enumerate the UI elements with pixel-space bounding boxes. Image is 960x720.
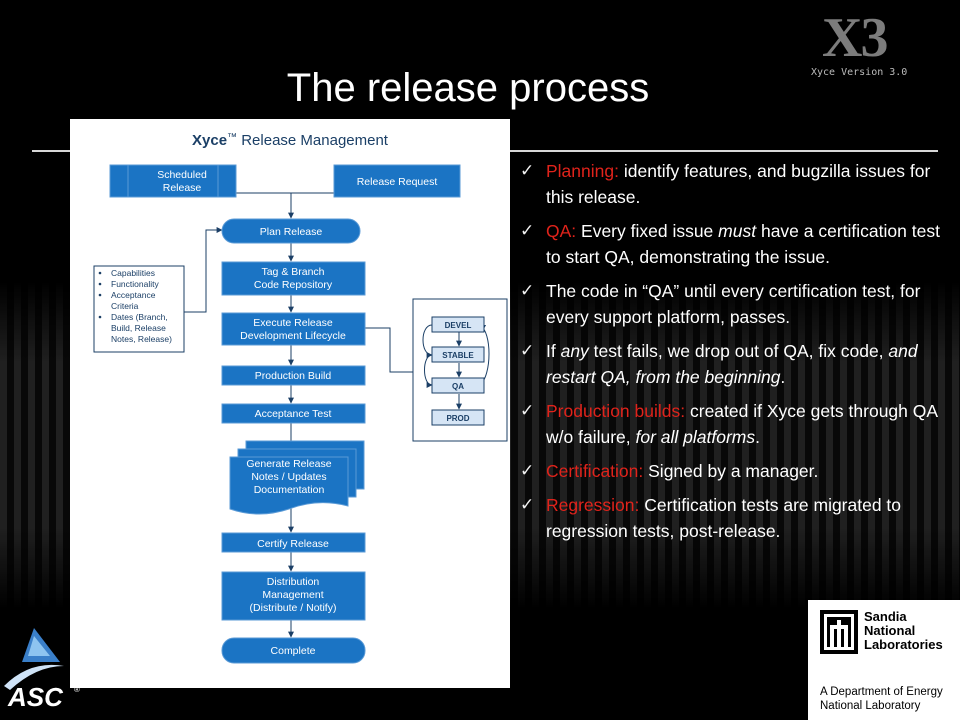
stage-devel: DEVEL [445, 321, 472, 330]
bullet-text: test fails, we drop out of QA, fix code, [588, 341, 889, 361]
plan-note: Acceptance [111, 290, 156, 300]
bullet-text: created if Xyce gets through QA w/o fail… [546, 401, 938, 447]
bullet-text: any [560, 341, 589, 361]
bullet-item: ✓ Planning: identify features, and bugzil… [520, 158, 958, 210]
certify-release-box: Certify Release [257, 538, 329, 550]
bullet-item: ✓ If any test fails, we drop out of QA, f… [520, 338, 958, 390]
bullet-text: Signed by a manager. [643, 461, 819, 481]
bullet-text: for all platforms [635, 427, 756, 447]
xyce-x3-logo: X3 [822, 7, 888, 69]
checkmark-icon: ✓ [520, 281, 535, 300]
release-request-box: Release Request [357, 176, 438, 188]
bullet-keyword: QA: [546, 221, 577, 241]
bullet-text: The code in “QA” until every certificati… [546, 281, 921, 327]
plan-note: Build, Release [111, 323, 166, 333]
asc-registered-mark: ® [74, 685, 80, 694]
bullet-text: Certification tests are migrated to regr… [546, 495, 902, 541]
bullet-text: If [546, 341, 561, 361]
release-management-flowchart: Xyce™ Release Management Scheduled [70, 119, 510, 688]
sandia-dept-text: A Department of Energy National Laborato… [820, 686, 943, 712]
stage-qa: QA [452, 382, 464, 391]
checkmark-icon: ✓ [520, 495, 535, 514]
bullet-list: ✓ Planning: identify features, and bugzil… [520, 158, 958, 552]
bullet-item: ✓ Regression: Certification tests are mig… [520, 492, 958, 544]
plan-release-node: Plan Release [260, 226, 323, 238]
asc-label: ASC [7, 682, 64, 712]
asc-logo: ASC ® [4, 628, 80, 712]
checkmark-icon: ✓ [520, 461, 535, 480]
bullet-keyword: Planning: [546, 161, 619, 181]
bullet-item: ✓ QA: Every fixed issue must have a certi… [520, 218, 958, 270]
bullet-text: Every fixed issue [576, 221, 719, 241]
complete-node: Complete [271, 645, 316, 657]
plan-note: Notes, Release) [111, 334, 172, 344]
plan-note: Criteria [111, 301, 139, 311]
bullet-item: ✓ The code in “QA” until every certificat… [520, 278, 958, 330]
plan-note: Capabilities [111, 268, 155, 278]
bullet-text: . [755, 427, 760, 447]
slide-title: The release process [286, 66, 650, 110]
checkmark-icon: ✓ [520, 341, 535, 360]
xyce-version-label: Xyce Version 3.0 [811, 67, 908, 78]
bullet-item: ✓ Certification: Signed by a manager. [520, 458, 958, 484]
bullet-text: identify features, and bugzilla issues f… [546, 161, 931, 207]
bullet-text: must [718, 221, 757, 241]
bullet-text: . [780, 367, 786, 387]
checkmark-icon: ✓ [520, 221, 535, 240]
bullet-text: have a certification test to start QA, d… [546, 221, 940, 267]
stage-prod: PROD [446, 414, 469, 423]
bullet-keyword: Certification: [546, 461, 644, 481]
sandia-logo-block: Sandia National Laboratories A Departmen… [808, 600, 960, 720]
checkmark-icon: ✓ [520, 161, 535, 180]
acceptance-test-box: Acceptance Test [255, 408, 332, 420]
sandia-name: Sandia National Laboratories [864, 609, 943, 652]
sandia-thunderbird-icon [820, 610, 858, 654]
bullet-keyword: Production builds: [546, 401, 686, 421]
plan-notes-box [93, 265, 185, 353]
plan-note: Dates (Branch, [111, 312, 168, 322]
plan-note: Functionality [111, 279, 159, 289]
checkmark-icon: ✓ [520, 401, 535, 420]
diagram-title: Xyce™ Release Management [192, 132, 389, 149]
stage-stable: STABLE [442, 351, 474, 360]
production-build-box: Production Build [255, 370, 332, 382]
bullet-text: and restart QA, from the beginning [546, 341, 918, 387]
bullet-keyword: Regression: [546, 495, 640, 515]
bullet-item: ✓ Production builds: created if Xyce gets… [520, 398, 958, 450]
